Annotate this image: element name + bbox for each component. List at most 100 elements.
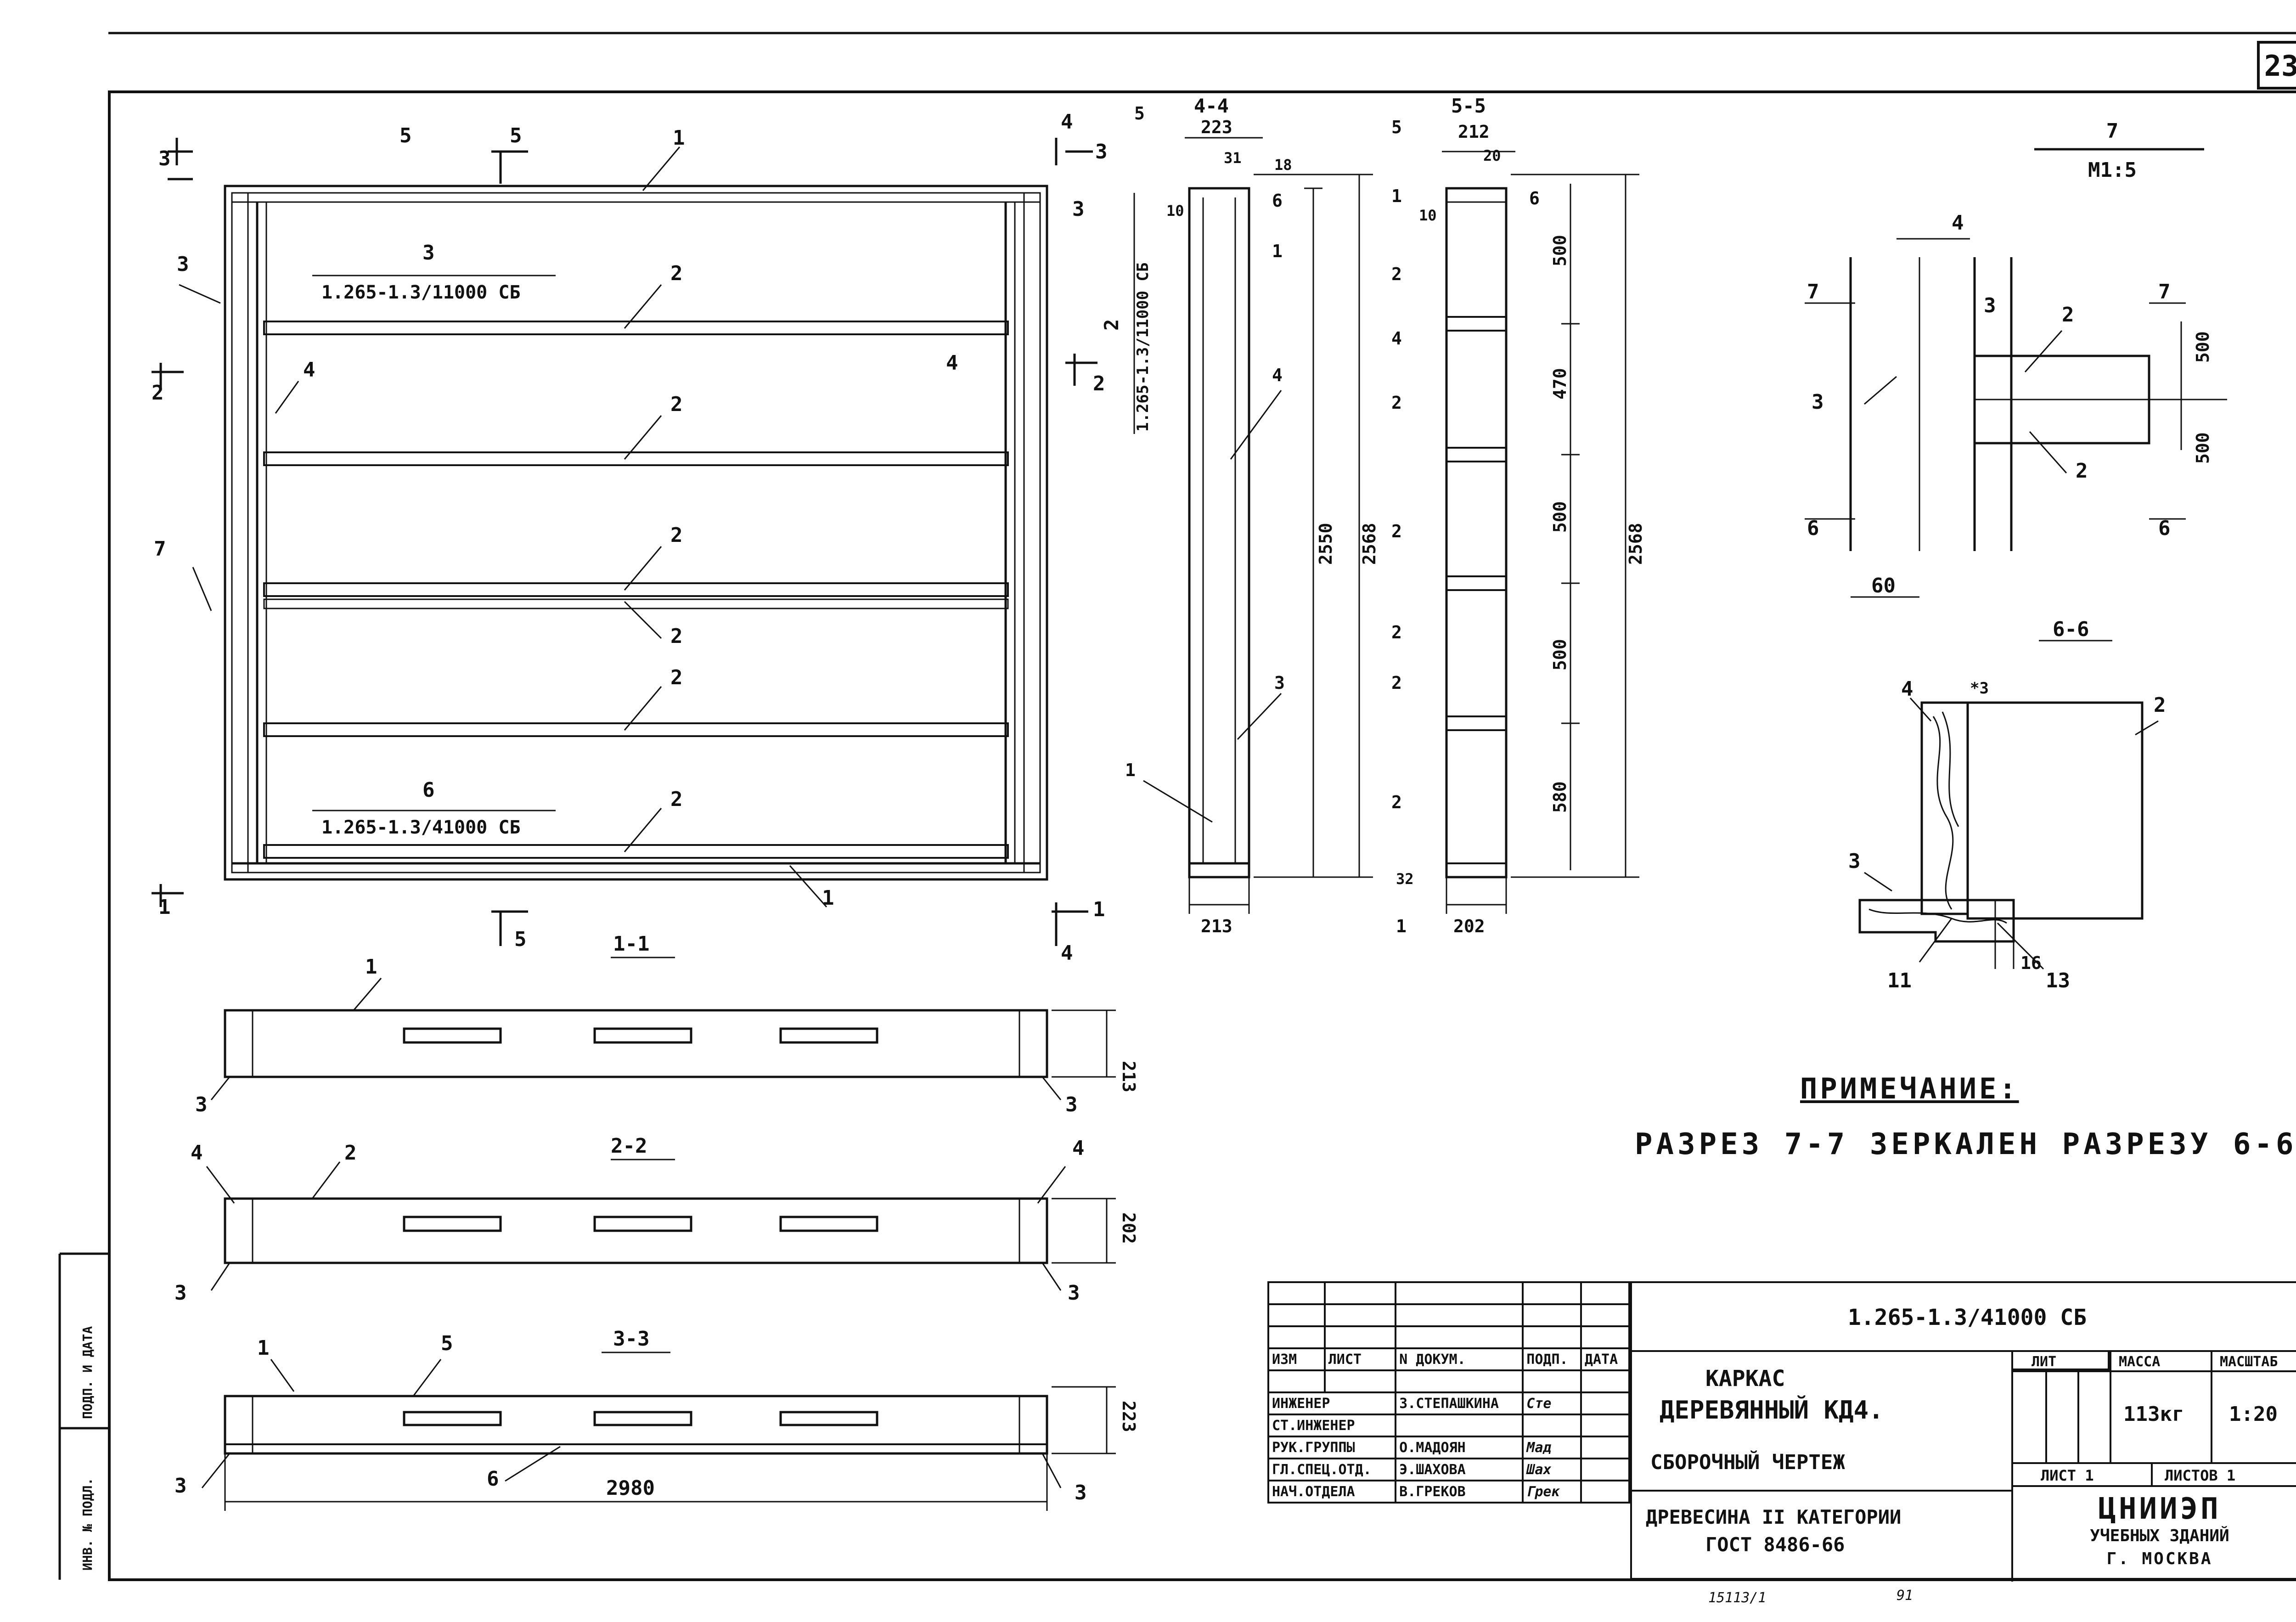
side-stamp-inv: ИНВ. № ПОДЛ. (80, 1478, 95, 1571)
sec55-p2b: 2 (1391, 393, 1402, 413)
front-ref-top-num: 3 (422, 241, 435, 265)
sec55-d580: 580 (1550, 781, 1570, 813)
sec33-p3-right: 3 (1075, 1481, 1087, 1504)
signature-row: ИНЖЕНЕР З.СТЕПАШКИНА Сте (1267, 1391, 1631, 1415)
signature-role: ГЛ.СПЕЦ.ОТД. (1267, 1458, 1397, 1481)
sec44-w223: 223 (1201, 117, 1232, 137)
sec66-w16: 16 (2020, 953, 2042, 973)
revision-block: ИЗМ ЛИСТ N ДОКУМ. ПОДП. ДАТА ИНЖЕНЕР З.С… (1267, 1281, 1631, 1504)
rev-col-izm: ИЗМ (1267, 1347, 1326, 1371)
sec33-title: 3-3 (613, 1327, 649, 1351)
signature-row: ГЛ.СПЕЦ.ОТД. Э.ШАХОВА Шах (1267, 1458, 1631, 1481)
rev-blank-row (1267, 1369, 1631, 1393)
sec22-p3-left: 3 (174, 1281, 187, 1305)
front-label-3-right: 3 (1072, 197, 1085, 221)
front-ref-top-code: 1.265-1.3/11000 СБ (321, 282, 520, 303)
front-label-4-right: 4 (946, 351, 958, 375)
drawing-title-line2: ДЕРЕВЯННЫЙ КД4. (1660, 1396, 1884, 1425)
signature-row: НАЧ.ОТДЕЛА В.ГРЕКОВ Грек (1267, 1480, 1631, 1504)
front-view (152, 138, 1097, 946)
sec55-h2568: 2568 (1626, 523, 1646, 565)
signature-role: НАЧ.ОТДЕЛА (1267, 1480, 1397, 1504)
detail7-s7-left: 7 (1807, 280, 1819, 304)
section-3-3 (201, 1352, 1116, 1511)
sec44-ref-num: 2 (1100, 319, 1123, 331)
detail7-d500b: 500 (2193, 432, 2213, 464)
front-label-5-bottom: 5 (514, 928, 527, 951)
detail7-p3-top: 3 (1984, 294, 1996, 317)
sec44-w31: 31 (1224, 149, 1242, 167)
sec44-p6: 6 (1272, 191, 1283, 211)
sec55-p2a: 2 (1391, 264, 1402, 284)
rev-col-doc: N ДОКУМ. (1395, 1347, 1524, 1371)
sec55-title: 5-5 (1451, 95, 1486, 117)
sec55-w20: 20 (1483, 147, 1501, 164)
footer-number: 91 (1896, 1588, 1913, 1604)
sec66-p13: 13 (2046, 969, 2070, 992)
front-label-3-top-right: 3 (1095, 140, 1108, 163)
front-label-2-left: 2 (152, 381, 164, 405)
sec44-w18: 18 (1274, 156, 1292, 174)
mass-value: 113кг (2123, 1402, 2184, 1426)
sec55-p1b: 1 (1396, 916, 1407, 936)
sec55-w32: 32 (1396, 870, 1414, 888)
sec55-p2e: 2 (1391, 673, 1402, 693)
sheet-frame (58, 32, 2296, 1581)
sheet-label: ЛИСТ 1 (2041, 1467, 2094, 1484)
signature-name (1395, 1414, 1524, 1437)
front-label-4-bottom: 4 (1061, 941, 1073, 965)
sec44-title: 4-4 (1194, 95, 1229, 117)
footer-code: 15113/1 (1708, 1590, 1767, 1606)
sec66-title: 6-6 (2053, 618, 2089, 641)
sec33-len: 2980 (606, 1476, 655, 1500)
signature-role: ИНЖЕНЕР (1267, 1391, 1397, 1415)
sec55-d500b: 500 (1550, 501, 1570, 533)
sec11-p3-right: 3 (1065, 1093, 1078, 1116)
sec55-w202: 202 (1453, 916, 1485, 936)
signature-role: СТ.ИНЖЕНЕР (1267, 1414, 1397, 1437)
sec22-p4-left: 4 (191, 1141, 203, 1165)
sec11-p1: 1 (365, 955, 377, 979)
sec22-p3-right: 3 (1068, 1281, 1080, 1305)
sec55-p5: 5 (1391, 117, 1402, 137)
sec55-w212: 212 (1458, 122, 1490, 142)
lit-header: ЛИТ (2032, 1354, 2057, 1370)
org-line3: Г. МОСКВА (2106, 1549, 2213, 1568)
sec66-p3: 3 (1848, 850, 1861, 873)
rev-header-row: ИЗМ ЛИСТ N ДОКУМ. ПОДП. ДАТА (1267, 1347, 1631, 1371)
front-label-1-bottom: 1 (822, 886, 834, 910)
detail7-scale: М1:5 (2088, 158, 2137, 182)
signature-mark (1522, 1414, 1582, 1437)
org-line2: УЧЕБНЫХ ЗДАНИЙ (2090, 1526, 2229, 1545)
sec55-d470: 470 (1550, 368, 1570, 400)
sec44-p1: 1 (1272, 241, 1283, 261)
side-stamp-sign: ПОДП. И ДАТА (80, 1326, 95, 1419)
sec66-star3: *3 (1970, 679, 1989, 698)
sheets-label: ЛИСТОВ 1 (2165, 1467, 2236, 1484)
scale-header: МАСШТАБ (2220, 1354, 2278, 1370)
front-label-5-top: 5 (400, 124, 412, 147)
detail7-w60: 60 (1871, 574, 1896, 597)
signature-name: О.МАДОЯН (1395, 1436, 1524, 1459)
detail7-d500a: 500 (2193, 331, 2213, 363)
sec11-dim: 213 (1119, 1061, 1139, 1093)
sec55-p2d: 2 (1391, 622, 1402, 642)
detail7-s6-left: 6 (1807, 517, 1819, 540)
sec33-p6: 6 (487, 1467, 499, 1491)
detail7-p4: 4 (1952, 211, 1964, 235)
front-label-5b-top: 5 (510, 124, 522, 147)
note-heading: ПРИМЕЧАНИЕ: (1800, 1072, 2019, 1105)
sec44-h2550: 2550 (1316, 523, 1336, 565)
sec44-p4: 4 (1272, 365, 1283, 385)
sec11-p3-left: 3 (195, 1093, 208, 1116)
front-ref-bot-code: 1.265-1.3/41000 СБ (321, 817, 520, 838)
detail7-p2-bot: 2 (2076, 459, 2088, 483)
detail7-s6-right: 6 (2158, 517, 2171, 540)
signature-name: Э.ШАХОВА (1395, 1458, 1524, 1481)
sec55-p2c: 2 (1391, 521, 1402, 541)
sec44-p3: 3 (1274, 673, 1285, 693)
sec44-h2568: 2568 (1359, 523, 1379, 565)
detail7-title: 7 (2106, 119, 2119, 143)
front-label-4-left: 4 (303, 358, 315, 382)
